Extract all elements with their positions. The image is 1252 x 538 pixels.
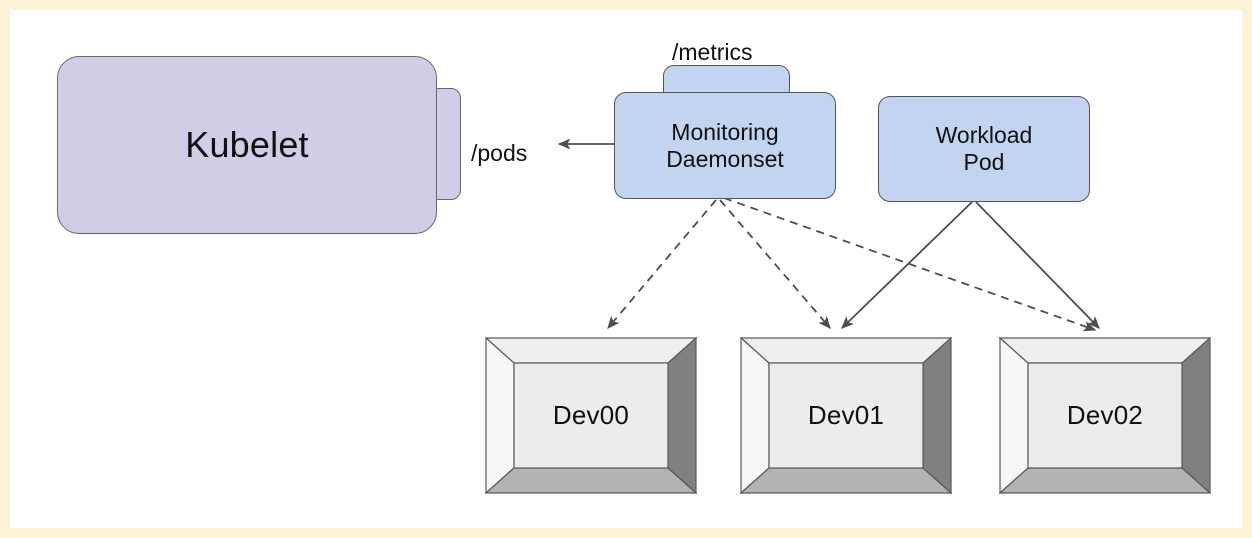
- device-label: Dev00: [552, 400, 630, 430]
- metrics-endpoint-label: /metrics: [672, 39, 753, 65]
- node-device-dev02[interactable]: Dev02: [999, 337, 1211, 494]
- monitoring-daemonset-label-line1: Monitoring: [671, 118, 779, 145]
- device-3d-shape-icon: [485, 337, 697, 494]
- device-label: Dev02: [1066, 400, 1144, 430]
- edge-monitoring-to-dev01: [719, 199, 831, 329]
- device-3d-shape-icon: [999, 337, 1211, 494]
- edge-workload-to-dev01: [841, 201, 973, 329]
- device-3d-shape-icon: [740, 337, 952, 494]
- node-kubelet[interactable]: Kubelet: [57, 56, 437, 234]
- diagram-surface: Kubelet /pods /metrics Monitoring Daemon…: [10, 10, 1242, 528]
- workload-pod-label-line1: Workload: [935, 122, 1033, 149]
- node-monitoring-daemonset[interactable]: Monitoring Daemonset: [614, 92, 836, 199]
- node-device-dev00[interactable]: Dev00: [485, 337, 697, 494]
- edge-workload-to-dev02: [975, 201, 1100, 329]
- node-workload-pod[interactable]: Workload Pod: [878, 96, 1090, 202]
- kubelet-label: Kubelet: [185, 124, 309, 165]
- device-label: Dev01: [807, 400, 885, 430]
- pods-endpoint-label: /pods: [471, 140, 528, 166]
- workload-pod-label-line2: Pod: [963, 149, 1005, 175]
- edge-monitoring-to-dev00: [607, 199, 717, 329]
- monitoring-daemonset-label-line2: Daemonset: [666, 145, 784, 172]
- node-device-dev01[interactable]: Dev01: [740, 337, 952, 494]
- edge-monitoring-to-dev02: [723, 197, 1097, 332]
